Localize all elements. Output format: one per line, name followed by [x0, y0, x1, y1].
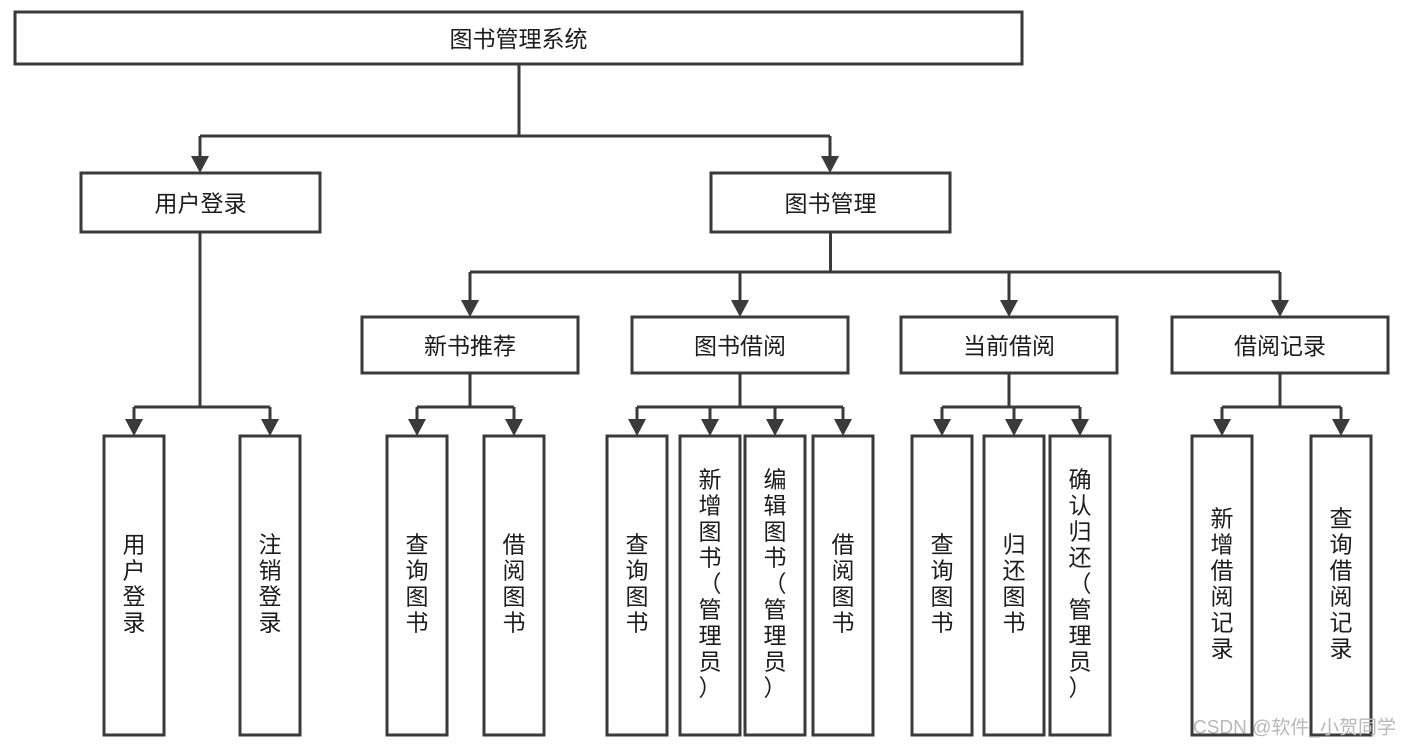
node-leaf-borrow-book-2-label: 借阅图书: [832, 532, 855, 636]
node-leaf-query-book-2[interactable]: 查询图书: [605, 434, 669, 737]
node-leaf-add-record-label: 新增借阅记录: [1211, 506, 1234, 662]
connector-layer: [125, 64, 1350, 436]
node-leaf-borrow-book-1-label: 借阅图书: [503, 532, 526, 636]
node-leaf-edit-book[interactable]: 编辑图书（管理员）: [743, 434, 807, 737]
group-2-leaf-0-arrowhead: [628, 419, 646, 436]
node-new-book-recommend-box: [360, 315, 580, 375]
group-4-leaf-0-arrowhead: [1213, 419, 1231, 436]
node-leaf-user-login-label: 用户登录: [123, 532, 146, 636]
node-leaf-user-logout[interactable]: 注销登录: [238, 434, 302, 737]
node-book-borrow-box: [630, 315, 850, 375]
node-leaf-confirm-return[interactable]: 确认归还（管理员）: [1048, 434, 1112, 737]
csdn-watermark: CSDN @软件_小贺同学: [1193, 717, 1396, 739]
node-leaf-add-book-box: [678, 434, 742, 737]
node-leaf-user-logout-box: [238, 434, 302, 737]
group-3-leaf-2-arrowhead: [1071, 419, 1089, 436]
node-leaf-query-book-3-label: 查询图书: [931, 532, 954, 636]
node-leaf-borrow-book-2[interactable]: 借阅图书: [811, 434, 875, 737]
group-2-leaf-3-arrowhead: [834, 419, 852, 436]
root-to-user-login-arrowhead: [191, 156, 209, 173]
node-layer: 图书管理系统用户登录图书管理新书推荐图书借阅当前借阅借阅记录用户登录注销登录查询…: [13, 10, 1390, 737]
node-new-book-recommend-label: 新书推荐: [424, 333, 516, 359]
group-3-leaf-0-arrowhead: [933, 419, 951, 436]
node-borrow-record-label: 借阅记录: [1234, 333, 1326, 359]
book-manage-to-current-borrow-arrowhead: [1000, 300, 1018, 317]
node-leaf-user-login[interactable]: 用户登录: [102, 434, 166, 737]
node-leaf-add-record-box: [1190, 434, 1254, 737]
group-0-leaf-0-arrowhead: [125, 419, 143, 436]
book-manage-to-new-book-recommend-arrowhead: [461, 300, 479, 317]
node-user-login[interactable]: 用户登录: [79, 171, 322, 234]
node-book-borrow[interactable]: 图书借阅: [630, 315, 850, 375]
node-root-system[interactable]: 图书管理系统: [13, 10, 1024, 66]
node-leaf-return-book-label: 归还图书: [1003, 532, 1026, 636]
node-book-manage-label: 图书管理: [785, 191, 877, 217]
node-leaf-return-book[interactable]: 归还图书: [982, 434, 1046, 737]
node-borrow-record-box: [1170, 315, 1390, 375]
node-leaf-borrow-book-1-box: [482, 434, 546, 737]
node-leaf-borrow-book-2-box: [811, 434, 875, 737]
book-manage-to-book-borrow-arrowhead: [731, 300, 749, 317]
node-leaf-query-record-label: 查询借阅记录: [1330, 506, 1353, 662]
node-book-borrow-label: 图书借阅: [694, 333, 786, 359]
node-current-borrow-box: [899, 315, 1119, 375]
group-2-leaf-2-arrowhead: [766, 419, 784, 436]
node-leaf-query-record[interactable]: 查询借阅记录: [1309, 434, 1373, 737]
node-current-borrow[interactable]: 当前借阅: [899, 315, 1119, 375]
node-current-borrow-label: 当前借阅: [963, 333, 1055, 359]
node-leaf-query-book-2-box: [605, 434, 669, 737]
node-leaf-edit-book-label: 编辑图书（管理员）: [764, 467, 787, 701]
node-user-login-label: 用户登录: [155, 191, 247, 217]
group-0-leaf-1-arrowhead: [261, 419, 279, 436]
node-leaf-edit-book-box: [743, 434, 807, 737]
node-leaf-confirm-return-box: [1048, 434, 1112, 737]
node-leaf-add-book-label: 新增图书（管理员）: [699, 467, 722, 701]
node-leaf-user-login-box: [102, 434, 166, 737]
node-user-login-box: [79, 171, 322, 234]
group-4-leaf-1-arrowhead: [1332, 419, 1350, 436]
node-leaf-query-book-3[interactable]: 查询图书: [910, 434, 974, 737]
book-manage-to-borrow-record-arrowhead: [1271, 300, 1289, 317]
node-leaf-confirm-return-label: 确认归还（管理员）: [1069, 467, 1092, 701]
node-borrow-record[interactable]: 借阅记录: [1170, 315, 1390, 375]
group-1-leaf-1-arrowhead: [505, 419, 523, 436]
node-leaf-add-record[interactable]: 新增借阅记录: [1190, 434, 1254, 737]
node-book-manage-box: [709, 171, 952, 234]
node-leaf-return-book-box: [982, 434, 1046, 737]
group-3-leaf-1-arrowhead: [1005, 419, 1023, 436]
node-leaf-user-logout-label: 注销登录: [259, 532, 282, 636]
root-to-book-manage-arrowhead: [821, 156, 839, 173]
node-root-system-label: 图书管理系统: [450, 26, 588, 52]
node-leaf-query-book-1[interactable]: 查询图书: [385, 434, 449, 737]
node-root-system-box: [13, 10, 1024, 66]
node-new-book-recommend[interactable]: 新书推荐: [360, 315, 580, 375]
group-2-leaf-1-arrowhead: [701, 419, 719, 436]
node-leaf-add-book[interactable]: 新增图书（管理员）: [678, 434, 742, 737]
node-leaf-query-book-1-box: [385, 434, 449, 737]
group-1-leaf-0-arrowhead: [408, 419, 426, 436]
node-leaf-query-record-box: [1309, 434, 1373, 737]
node-leaf-query-book-2-label: 查询图书: [626, 532, 649, 636]
node-leaf-borrow-book-1[interactable]: 借阅图书: [482, 434, 546, 737]
node-book-manage[interactable]: 图书管理: [709, 171, 952, 234]
node-leaf-query-book-3-box: [910, 434, 974, 737]
node-leaf-query-book-1-label: 查询图书: [406, 532, 429, 636]
